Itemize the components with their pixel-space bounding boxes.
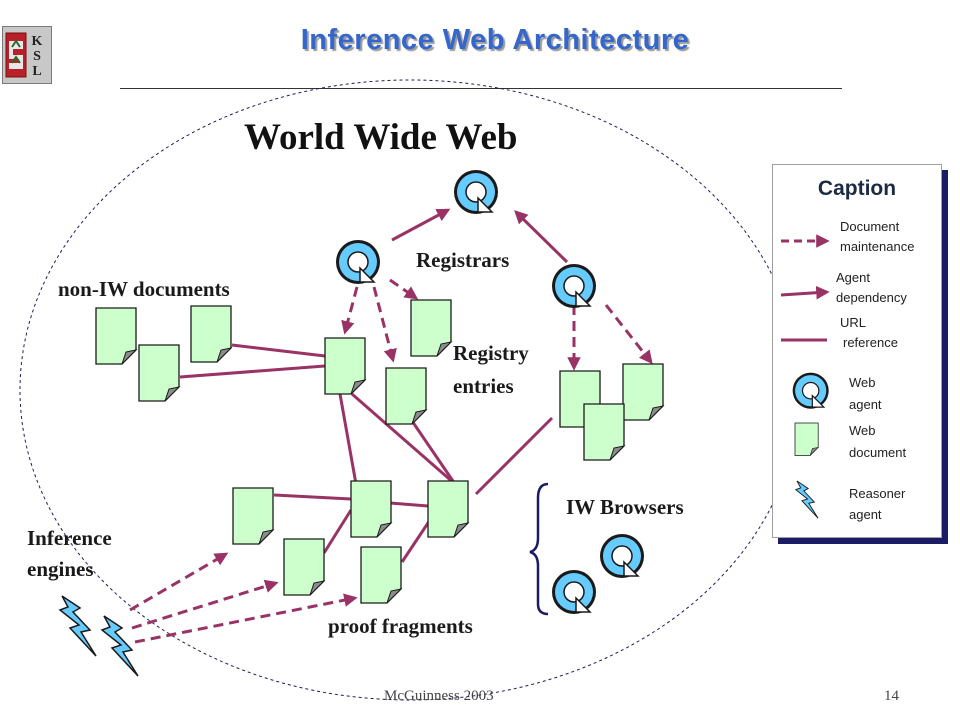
caption-label-reasoner-agent-1: Reasoner — [849, 486, 906, 501]
caption-label-reasoner-agent-2: agent — [849, 507, 882, 522]
web-document-icon — [794, 422, 819, 456]
logo-letter-l: L — [32, 64, 41, 79]
document-maintenance-arrows — [129, 278, 653, 644]
solid-arrow-icon — [780, 285, 830, 300]
caption-legend: Caption Document maintenance Agent depen… — [772, 164, 942, 538]
iw-browsers-label: IW Browsers — [566, 495, 684, 519]
registry-entry-doc-2 — [410, 299, 452, 357]
caption-label-document-maintenance-2: maintenance — [840, 239, 915, 254]
registry-entry-doc-6 — [583, 403, 625, 461]
caption-title: Caption — [817, 177, 897, 200]
registry-entry-doc-5 — [622, 363, 664, 421]
url-reference-links — [179, 343, 554, 563]
proof-fragment-doc-2 — [350, 480, 392, 538]
lightning-icon — [795, 480, 819, 519]
slide-title: Inference Web Architecture — [300, 24, 690, 56]
caption-label-url-reference-2: reference — [843, 335, 898, 350]
caption-label-agent-dependency-1: Agent — [836, 270, 870, 285]
registry-entry-doc-3 — [385, 367, 427, 425]
non-iw-document-2 — [138, 344, 180, 402]
non-iw-documents-label: non-IW documents — [58, 277, 230, 301]
registrar-agent-left — [335, 239, 381, 285]
reasoner-agent-1 — [59, 595, 97, 657]
proof-fragments-label: proof fragments — [328, 614, 473, 638]
non-iw-document-1 — [95, 307, 137, 365]
web-agent-icon — [792, 372, 830, 410]
caption-icons — [780, 234, 830, 519]
caption-label-web-agent-1: Web — [849, 375, 876, 390]
registry-entries-label-line1: Registry — [453, 341, 529, 365]
registrar-agent-right — [551, 263, 597, 309]
proof-fragment-doc-5 — [360, 546, 402, 604]
logo-letter-k: K — [32, 34, 43, 49]
title-divider — [120, 88, 842, 89]
proof-fragment-doc-1 — [232, 487, 274, 545]
caption-label-web-document-1: Web — [849, 423, 876, 438]
caption-label-web-agent-2: agent — [849, 397, 882, 412]
footer-page-number: 14 — [884, 688, 899, 704]
agent-dependency-arrows — [391, 208, 569, 264]
non-iw-document-3 — [190, 305, 232, 363]
ksl-logo: K S L — [2, 26, 52, 84]
registry-entry-doc-1 — [324, 337, 366, 395]
inference-engines-label-line2: engines — [27, 557, 94, 581]
caption-label-web-document-2: document — [849, 445, 907, 460]
registrars-label: Registrars — [416, 248, 510, 272]
registry-entries-label-line2: entries — [453, 374, 514, 398]
caption-label-agent-dependency-2: dependency — [836, 290, 907, 305]
world-wide-web-title: World Wide Web — [244, 117, 518, 158]
browser-agent-1 — [599, 533, 645, 579]
footer-author: McGuinness 2003 — [384, 688, 494, 704]
caption-label-document-maintenance-1: Document — [840, 219, 900, 234]
proof-fragment-doc-4 — [283, 538, 325, 596]
inference-engines-label-line1: Inference — [27, 526, 112, 550]
caption-label-url-reference-1: URL — [840, 315, 867, 330]
logo-letter-s: S — [33, 49, 41, 64]
reasoner-agent-2 — [101, 615, 139, 677]
browser-agent-2 — [551, 569, 597, 615]
registrar-agent-top — [453, 169, 499, 215]
browser-brace — [529, 482, 549, 616]
proof-fragment-doc-3 — [427, 480, 469, 538]
